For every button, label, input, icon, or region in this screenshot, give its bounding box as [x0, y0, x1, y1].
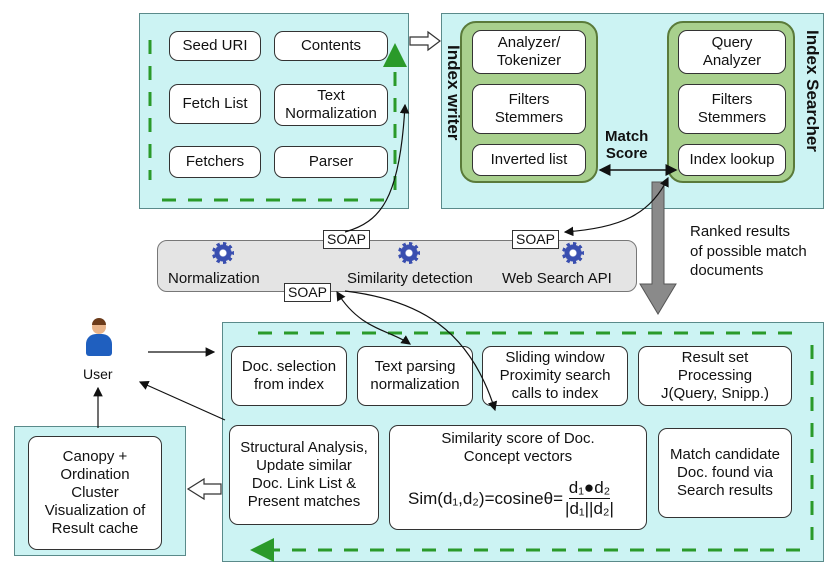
ranked-results-label: Ranked results of possible match documen…	[690, 223, 807, 279]
writer-filters-box: Filters Stemmers	[472, 84, 586, 134]
parser-box: Parser	[274, 146, 388, 178]
soap-label-normalization: SOAP	[323, 230, 370, 249]
match-candidate-box: Match candidate Doc. found via Search re…	[658, 428, 792, 518]
match-score-label: Match Score	[605, 128, 649, 162]
user-avatar	[86, 318, 112, 364]
inverted-list-box: Inverted list	[472, 144, 586, 176]
index-searcher-label: Index Searcher	[803, 30, 822, 152]
formula-numerator: d₁●d₂	[568, 478, 611, 499]
contents-box: Contents	[274, 31, 388, 61]
formula-left: Sim(d₁,d₂)=cosineθ=	[408, 488, 564, 508]
searcher-filters-box: Filters Stemmers	[678, 84, 786, 134]
similarity-detection-label: Similarity detection	[347, 270, 473, 287]
similarity-gear-icon	[398, 242, 420, 264]
user-label: User	[83, 366, 113, 382]
normalization-label: Normalization	[168, 270, 260, 287]
text-normalization-box: Text Normalization	[274, 84, 388, 126]
query-analyzer-box: Query Analyzer	[678, 30, 786, 74]
web-search-api-label: Web Search API	[502, 270, 612, 287]
seed-uri-box: Seed URI	[169, 31, 261, 61]
formula-denominator: |d₁||d₂|	[565, 499, 614, 518]
similarity-formula: Sim(d₁,d₂)=cosineθ= d₁●d₂ |d₁||d₂|	[408, 478, 614, 519]
normalization-gear-icon	[212, 242, 234, 264]
index-writer-label: Index writer	[444, 45, 463, 141]
web-search-gear-icon	[562, 242, 584, 264]
soap-label-similarity: SOAP	[284, 283, 331, 302]
similarity-score-box: Similarity score of Doc. Concept vectors…	[389, 425, 647, 530]
analyzer-box: Analyzer/ Tokenizer	[472, 30, 586, 74]
doc-selection-box: Doc. selection from index	[231, 346, 347, 406]
soap-label-web-search: SOAP	[512, 230, 559, 249]
text-parsing-box: Text parsing normalization	[357, 346, 473, 406]
fetchers-box: Fetchers	[169, 146, 261, 178]
canopy-box: Canopy + Ordination Cluster Visualizatio…	[28, 436, 162, 550]
index-lookup-box: Index lookup	[678, 144, 786, 176]
sliding-window-box: Sliding window Proximity search calls to…	[482, 346, 628, 406]
structural-analysis-box: Structural Analysis, Update similar Doc.…	[229, 425, 379, 525]
similarity-score-text: Similarity score of Doc. Concept vectors	[441, 430, 595, 465]
fetch-list-box: Fetch List	[169, 84, 261, 124]
result-set-box: Result set Processing J(Query, Snipp.)	[638, 346, 792, 406]
